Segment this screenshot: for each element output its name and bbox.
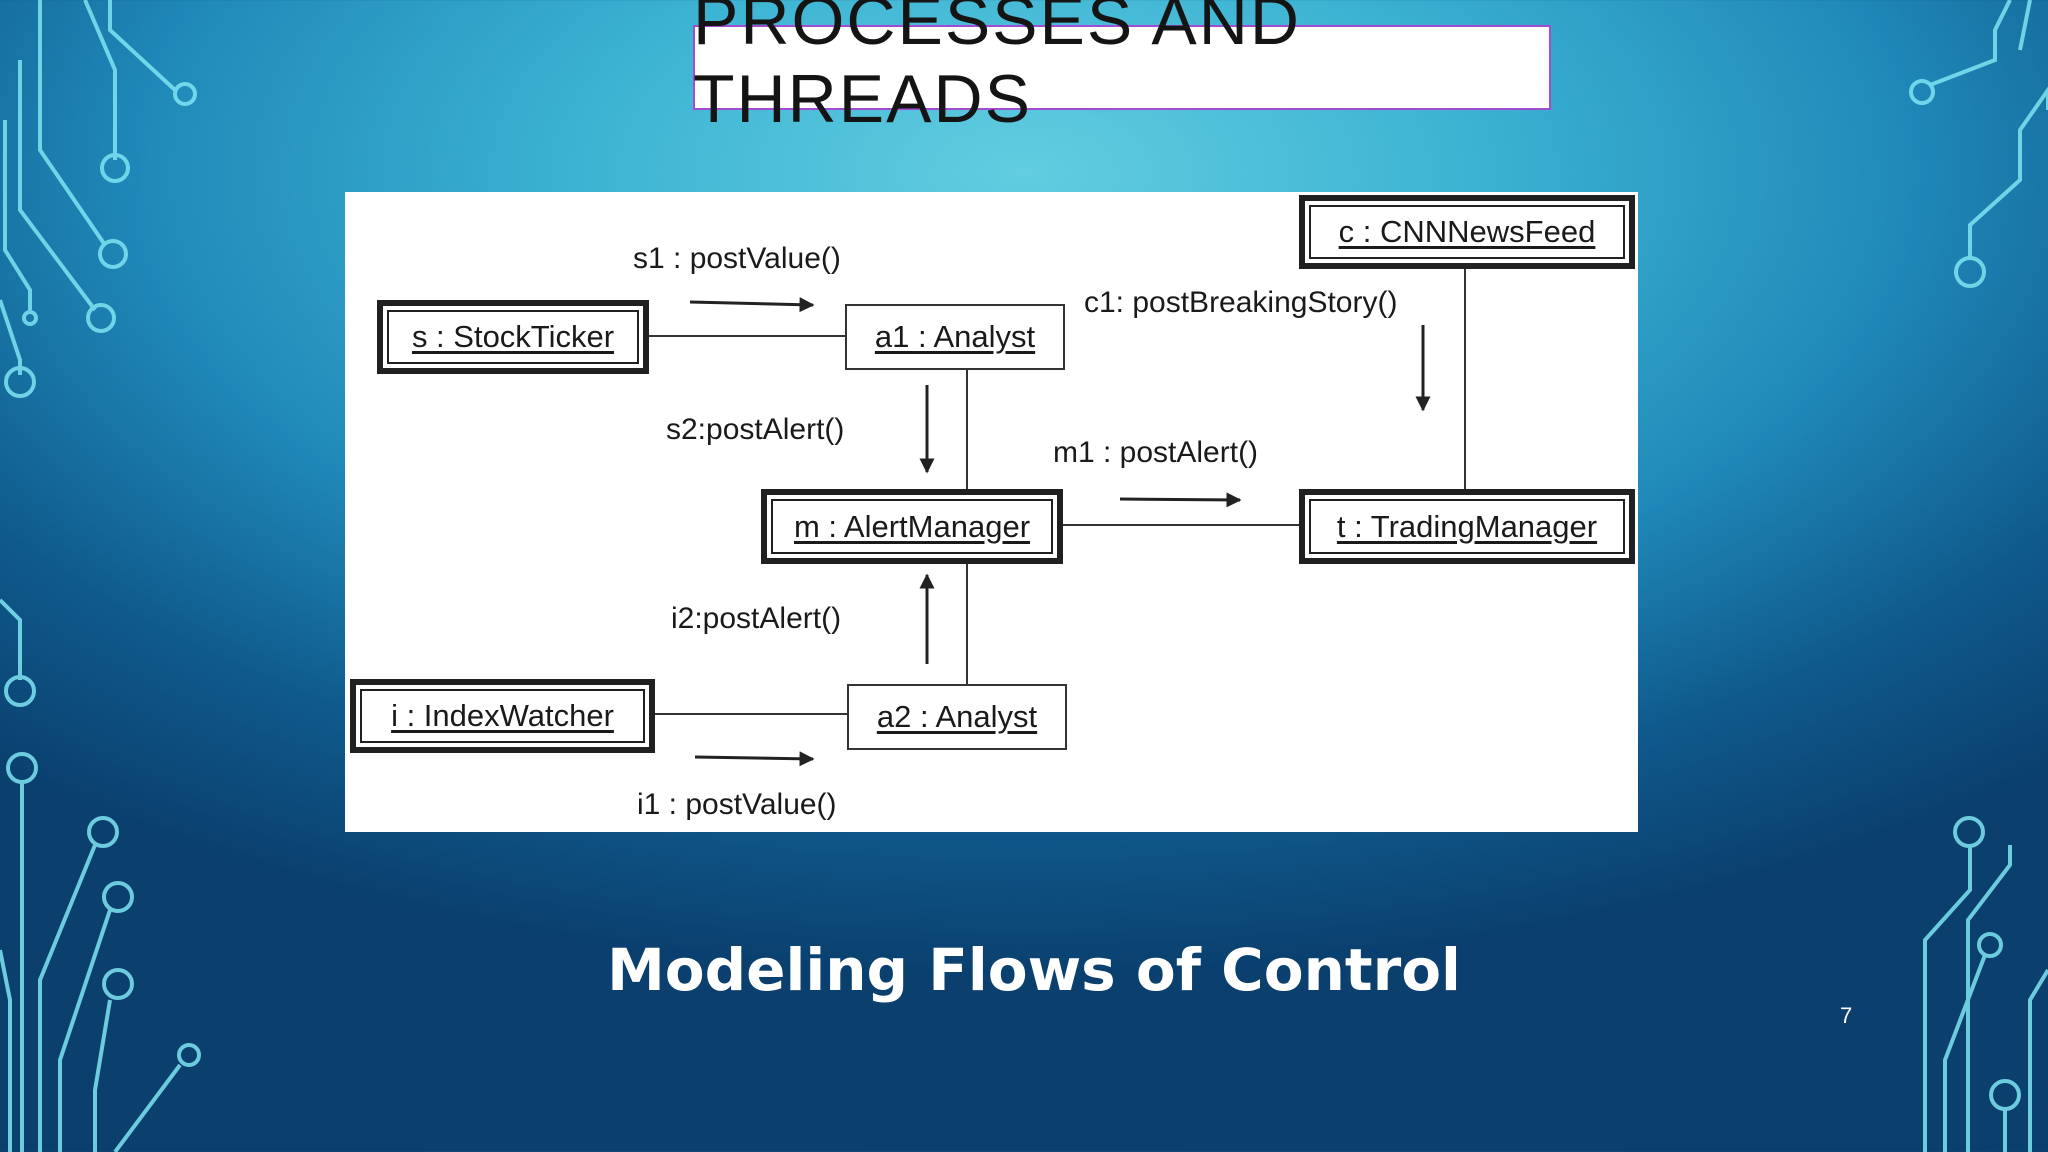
title-line-2: THREADS: [693, 61, 1032, 137]
message-i2: i2:postAlert(): [671, 602, 842, 635]
object-cnnnewsfeed: c : CNNNewsFeed: [1299, 195, 1635, 269]
object-analyst2: a2 : Analyst: [847, 684, 1067, 750]
object-tradingmanager: t : TradingManager: [1299, 489, 1635, 564]
message-s1: s1 : postValue(): [633, 242, 841, 275]
message-s2: s2:postAlert(): [666, 413, 845, 446]
title-box: [693, 25, 1551, 110]
page-number: 7: [1840, 1003, 1853, 1028]
arrow-m1: [1119, 492, 1242, 508]
slide-caption: Modeling Flows of Control: [607, 936, 1461, 1004]
message-m1: m1 : postAlert(): [1053, 436, 1259, 469]
message-c1: c1: postBreakingStory(): [1084, 286, 1398, 319]
object-analyst1: a1 : Analyst: [845, 304, 1065, 370]
diagram-links: [649, 269, 1466, 767]
collaboration-diagram: s : StockTicker a1 : Analyst c : CNNNews…: [345, 192, 1638, 832]
object-indexwatcher: i : IndexWatcher: [350, 679, 655, 753]
object-alertmanager: m : AlertManager: [761, 489, 1063, 564]
title-line-1: PROCESSES AND: [693, 0, 1301, 59]
arrow-i1: [694, 751, 815, 767]
object-stockticker: s : StockTicker: [377, 300, 649, 374]
arrow-s1: [689, 297, 815, 313]
slide-title: PROCESSES AND THREADS: [693, 0, 1693, 138]
message-i1: i1 : postValue(): [637, 788, 837, 821]
